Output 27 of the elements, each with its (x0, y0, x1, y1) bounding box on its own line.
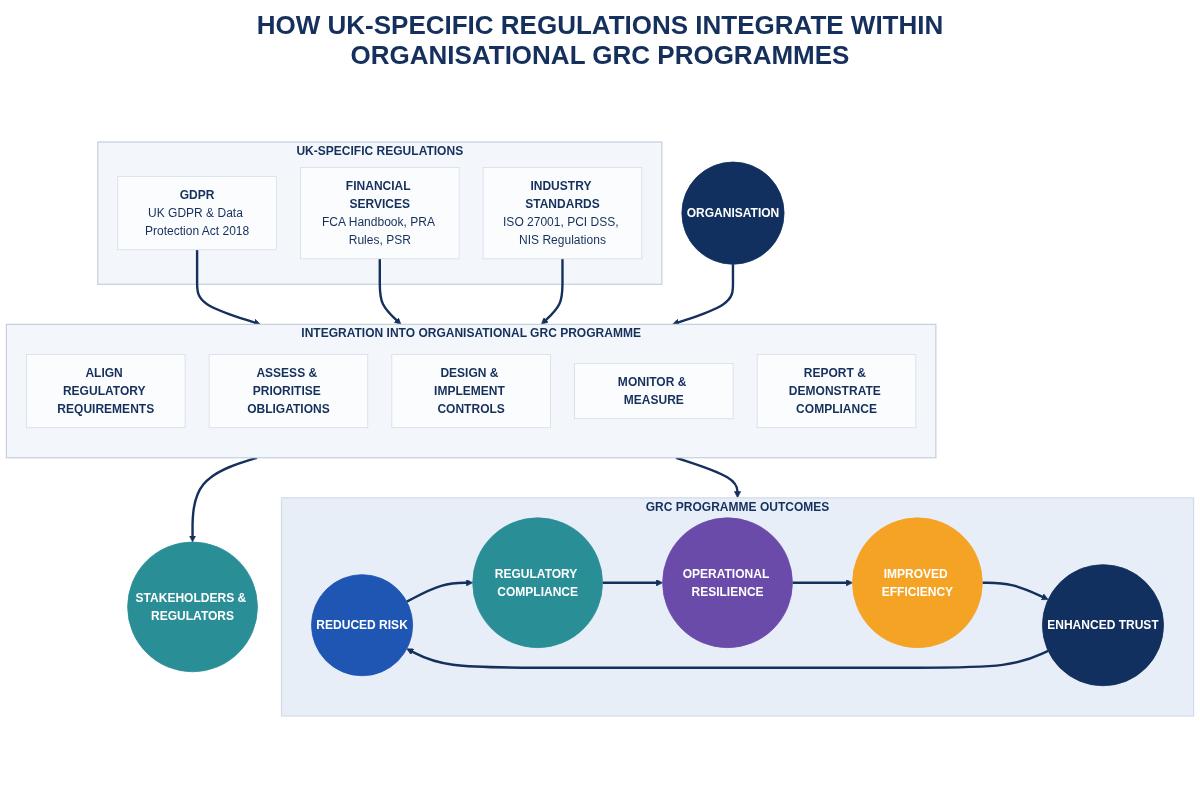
arrow (406, 579, 474, 603)
arrow (195, 249, 261, 326)
arrow (406, 648, 1049, 669)
arrow (675, 456, 742, 499)
diagram-title: HOW UK-SPECIFIC REGULATIONS INTEGRATE WITHIN ORGANISATIONAL GRC PROGRAMMES (255, 10, 945, 70)
arrow (672, 264, 735, 326)
node-circle: ENHANCED TRUST (1042, 564, 1164, 687)
arrow (982, 581, 1049, 600)
arrow (792, 579, 853, 587)
arrow (602, 579, 663, 587)
node-circle: ORGANISATION (681, 161, 785, 265)
node-box: DESIGN & IMPLEMENT CONTROLS (391, 354, 551, 429)
node-circle: STAKEHOLDERS & REGULATORS (127, 541, 258, 673)
node-circle: REGULATORY COMPLIANCE (472, 517, 603, 649)
node-box: ASSESS & PRIORITISE OBLIGATIONS (208, 354, 369, 429)
arrow (189, 456, 258, 543)
node-circle: OPERATIONAL RESILIENCE (662, 517, 793, 649)
node-box: REPORT & DEMONSTRATE COMPLIANCE (756, 354, 917, 429)
arrow (541, 258, 564, 325)
node-circle: IMPROVED EFFICIENCY (852, 517, 983, 649)
node-box: MONITOR & MEASURE (574, 363, 734, 420)
node-box: FINANCIAL SERVICES FCA Handbook, PRA Rules, PSR (300, 167, 460, 260)
node-box: ALIGN REGULATORY REQUIREMENTS (26, 354, 186, 429)
node-box: INDUSTRY STANDARDS ISO 27001, PCI DSS, NIS Regulations (482, 167, 643, 260)
node-circle: REDUCED RISK (311, 574, 414, 677)
node-box: GDPR UK GDPR & Data Protection Act 2018 (117, 176, 277, 251)
arrow (378, 258, 402, 325)
